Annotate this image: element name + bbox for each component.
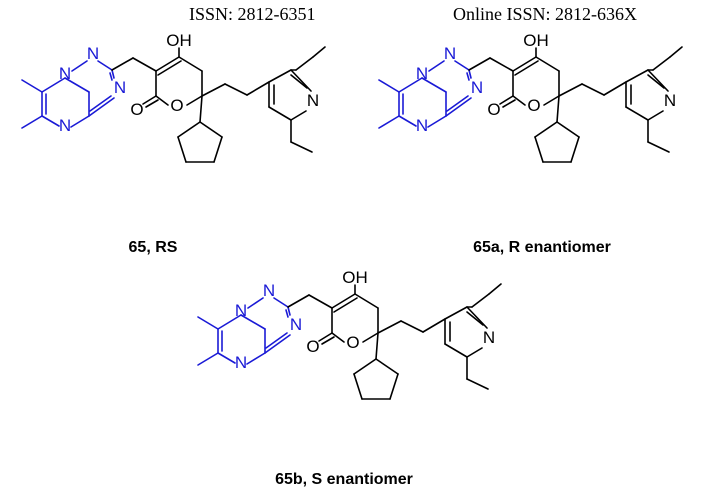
compound-65b-structure [197,267,502,400]
compound-65a-caption: 65a, R enantiomer [473,239,611,256]
compound-65-structure [21,30,326,163]
compound-65a-structure [378,30,683,163]
compound-65-caption: 65, RS [129,239,178,256]
online-issn-header: Online ISSN: 2812-636X [453,4,637,24]
issn-header: ISSN: 2812-6351 [189,4,316,24]
compound-65b-caption: 65b, S enantiomer [275,471,413,488]
